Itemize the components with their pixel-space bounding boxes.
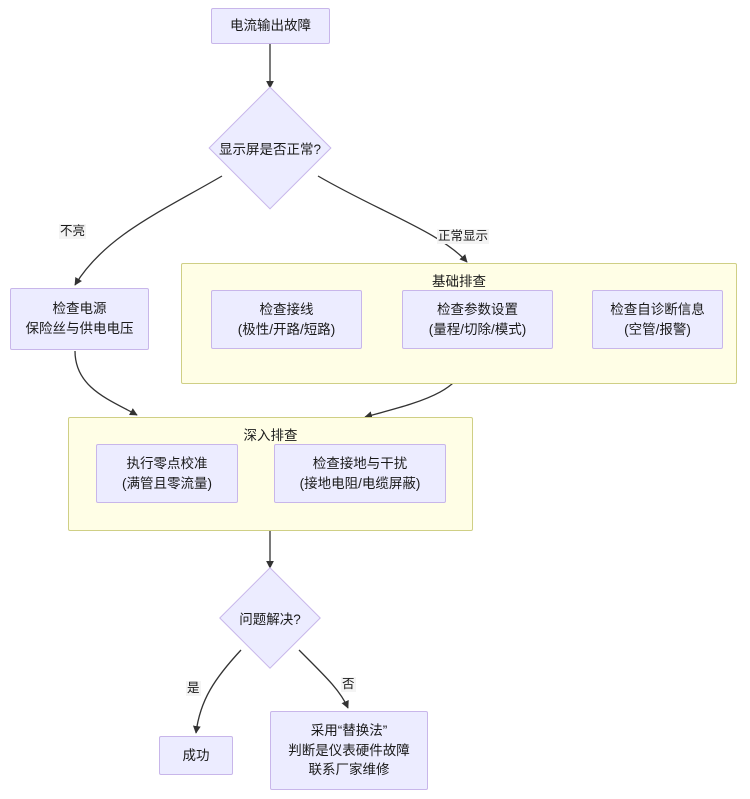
node-check-self-diagnosis-line-2: (空管/报警) — [624, 321, 691, 337]
node-check-grounding-interference[interactable]: 检查接地与干扰 (接地电阻/电缆屏蔽) — [274, 444, 446, 503]
node-check-wiring-line-1: 检查接线 — [259, 301, 314, 317]
node-success-line-1: 成功 — [182, 747, 210, 763]
edge-label-not-lit: 不亮 — [59, 224, 87, 239]
node-check-wiring-line-2: (极性/开路/短路) — [237, 321, 336, 337]
node-substitution-line-2: 判断是仪表硬件故障 — [288, 742, 410, 758]
cluster-basic-title: 基础排查 — [432, 274, 486, 289]
node-decision-problem-solved[interactable]: 问题解决? — [200, 567, 340, 669]
node-start-current-output-fault[interactable]: 电流输出故障 — [211, 8, 330, 44]
node-check-wiring[interactable]: 检查接线 (极性/开路/短路) — [211, 290, 362, 349]
node-check-self-diagnosis[interactable]: 检查自诊断信息 (空管/报警) — [592, 290, 723, 349]
node-substitution-line-3: 联系厂家维修 — [308, 762, 390, 778]
node-check-parameters-line-2: (量程/切除/模式) — [428, 321, 527, 337]
node-decision-display-label: 显示屏是否正常? — [218, 142, 321, 157]
node-check-grounding-line-1: 检查接地与干扰 — [312, 455, 408, 471]
node-check-grounding-line-2: (接地电阻/电缆屏蔽) — [299, 475, 421, 491]
node-check-power[interactable]: 检查电源 保险丝与供电电压 — [10, 288, 149, 350]
node-substitution-line-1: 采用“替换法” — [310, 723, 388, 739]
edge-power-to-deep — [74, 350, 138, 416]
edge-label-yes: 是 — [186, 681, 201, 696]
node-zero-point-calibration[interactable]: 执行零点校准 (满管且零流量) — [96, 444, 238, 503]
edge-label-normal-display: 正常显示 — [437, 229, 490, 244]
node-substitution-method[interactable]: 采用“替换法” 判断是仪表硬件故障 联系厂家维修 — [270, 711, 428, 790]
node-check-parameters[interactable]: 检查参数设置 (量程/切除/模式) — [402, 290, 553, 349]
cluster-deep-title: 深入排查 — [243, 428, 298, 443]
edge-label-no: 否 — [341, 677, 356, 692]
node-check-power-line-2: 保险丝与供电电压 — [25, 321, 134, 336]
node-check-parameters-line-1: 检查参数设置 — [437, 301, 518, 317]
node-check-self-diagnosis-line-1: 检查自诊断信息 — [610, 301, 705, 317]
node-check-power-line-1: 检查电源 — [52, 301, 107, 317]
node-success[interactable]: 成功 — [159, 736, 233, 775]
node-zero-point-calibration-line-2: (满管且零流量) — [122, 475, 212, 491]
node-start-line-1: 电流输出故障 — [230, 18, 311, 34]
node-decision-problem-solved-label: 问题解决? — [239, 612, 301, 627]
node-decision-display-normal[interactable]: 显示屏是否正常? — [186, 86, 354, 210]
node-zero-point-calibration-line-1: 执行零点校准 — [126, 455, 208, 471]
